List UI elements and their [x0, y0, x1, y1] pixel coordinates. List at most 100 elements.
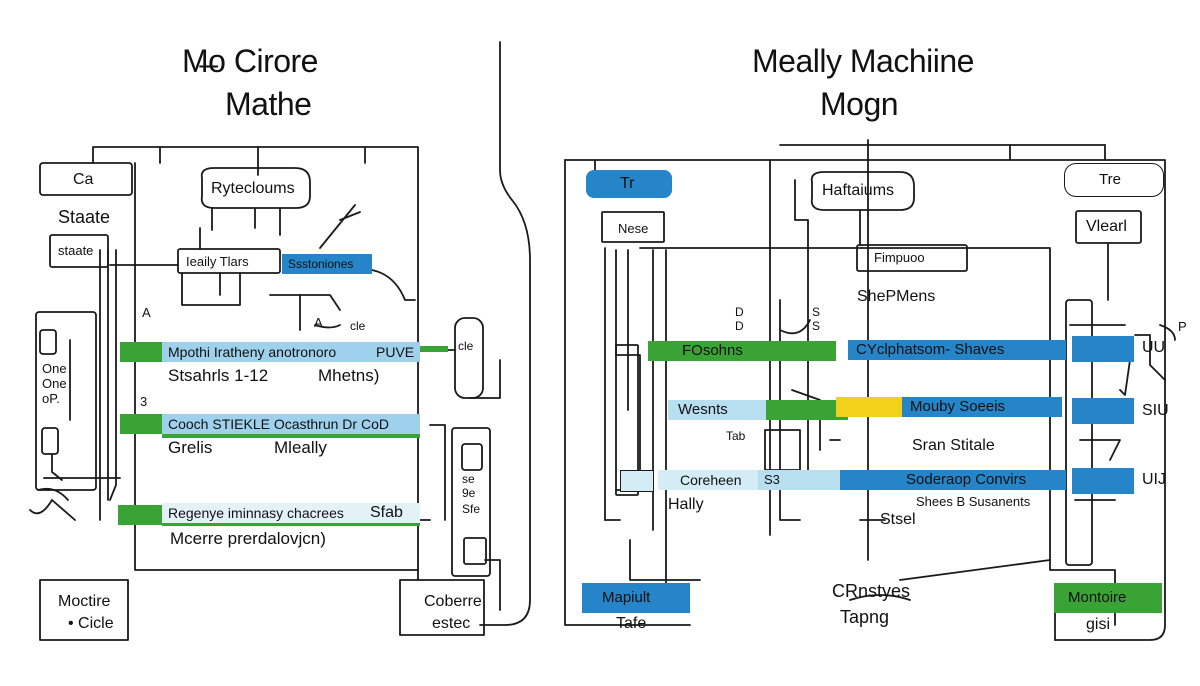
right-tag-u2-bg	[1072, 398, 1134, 424]
left-state-label: Staate	[58, 207, 111, 227]
right-bar2-left-label: Wesnts	[678, 401, 728, 418]
left-title-line1: M̶o Cirore	[182, 43, 318, 79]
right-bar3-right-label: Soderaop Convirs	[906, 471, 1027, 488]
left-bar3: Regenye iminnasy chacrees Sfab	[162, 503, 420, 526]
left-side-device	[35, 311, 97, 491]
right-bar3-left: Coreheen	[658, 470, 758, 490]
right-bottom-center-2: Tapng	[840, 607, 890, 627]
right-bar3-mid: S3	[758, 470, 840, 490]
left-small-cle: cle	[350, 319, 366, 333]
left-state-box-label: staate	[58, 243, 94, 258]
left-device-mid-3: Sfe	[462, 502, 481, 516]
left-blue-tag: Ssstoniones	[282, 254, 372, 274]
left-bar3-tag: Sfab	[370, 504, 403, 521]
right-tag-u3-bg	[1072, 468, 1134, 494]
right-bar2-green	[766, 400, 848, 420]
right-tab-label: Tab	[726, 429, 746, 443]
left-bottom-box	[39, 579, 129, 641]
right-tag-u2: SIU	[1142, 402, 1169, 419]
left-right-device-bottom	[451, 427, 491, 577]
left-small-a: A	[142, 305, 151, 320]
right-tag-u1: UU	[1142, 339, 1166, 356]
right-bubble-label: Haftaiums	[822, 182, 895, 199]
right-small-d2: D	[735, 319, 744, 333]
left-bar3-green	[118, 505, 162, 525]
right-bar2-left: Wesnts	[668, 400, 766, 420]
left-bar2-sub-right: Mleally	[274, 438, 327, 457]
right-top-left-box: Tr	[586, 170, 672, 198]
left-top-box-label: Ca	[73, 171, 94, 188]
right-mid-text: Sran Stitale	[912, 437, 995, 454]
right-bar3-right: Soderaop Convirs	[840, 470, 1066, 490]
left-device-mid-2: 9e	[462, 486, 476, 500]
right-mid-box	[856, 244, 968, 272]
left-bar2-green	[120, 414, 162, 434]
right-shep-label: ShePMens	[857, 288, 936, 305]
left-bubble-outline	[200, 167, 311, 209]
right-bottom-right-tag-label: Montoire	[1068, 589, 1127, 606]
left-bar1-tag: PUVE	[376, 344, 415, 360]
left-bar3-label: Regenye iminnasy chacrees	[168, 505, 344, 521]
right-bottom-right-sub: gisi	[1086, 616, 1111, 633]
left-bubble-label: Rytecloums	[211, 180, 295, 197]
right-bottom-text-2: Stsel	[880, 511, 916, 528]
left-bar3-sub: Mcerre prerdalovjcn)	[170, 529, 326, 548]
right-bar3-box	[620, 470, 654, 492]
left-small-a2: A	[314, 315, 323, 330]
right-small-box	[601, 211, 665, 243]
right-bar2-right-label: Mouby Soeeis	[910, 398, 1006, 415]
left-bar1-sub-left: Stsahrls 1-12	[168, 366, 269, 385]
left-side-label-3: oP.	[42, 391, 60, 406]
right-bottom-left-sub: Tafe	[616, 615, 647, 632]
right-small-d: D	[735, 305, 744, 319]
left-device-top-label: cle	[458, 339, 474, 353]
right-mid-box-label: Fimpuoo	[874, 250, 925, 265]
left-bottom-box-2-line2: estec	[432, 615, 471, 632]
left-blue-tag-label: Ssstoniones	[288, 257, 354, 271]
left-device-mid-1: se	[462, 472, 475, 486]
right-bottom-center-1: CRnstyes	[832, 581, 911, 601]
right-title-line1: Meally Machiine	[752, 43, 974, 79]
left-bottom-box-line2: • Cicle	[68, 615, 114, 632]
right-bottom-left-tag: Mapiult	[582, 583, 690, 613]
right-tag-u1-bg	[1072, 336, 1134, 362]
right-top-left-box-label: Tr	[620, 175, 635, 192]
left-bar1: Mpothi Iratheny anotronoro PUVE	[162, 342, 420, 362]
right-year-box-label: Vlearl	[1086, 218, 1127, 235]
right-bottom-left-tag-label: Mapiult	[602, 589, 651, 606]
right-device	[1065, 299, 1093, 566]
right-title-line2: Mogn	[820, 86, 899, 122]
right-bubble-outline	[810, 171, 915, 211]
left-side-label-2: One	[42, 376, 67, 391]
left-bar2-label: Cooch STIEKLE Ocasthrun Dr CoD	[168, 416, 389, 432]
right-top-right-box: Tre	[1064, 163, 1164, 197]
right-bar2-yellow	[836, 397, 902, 417]
right-bar1-right-label: CYclphatsom- Shaves	[856, 341, 1005, 358]
left-bottom-box-2	[399, 579, 485, 636]
right-hally: Hally	[668, 496, 704, 513]
right-bar1-right: CYclphatsom- Shaves	[848, 340, 1066, 360]
left-title-line2: Mathe	[225, 86, 312, 122]
center-divider	[479, 41, 531, 626]
left-bar1-sub-right: Mhetns)	[318, 366, 380, 385]
right-bar1-left: FOsohns	[648, 341, 836, 361]
left-mid-box	[177, 248, 281, 274]
left-bar1-green-tail	[420, 346, 448, 352]
left-bottom-box-line1: Moctire	[58, 593, 111, 610]
right-bar3-mid-label: S3	[764, 472, 780, 487]
right-bottom-text-1: Shees B Susanents	[916, 494, 1031, 509]
left-bottom-box-2-line1: Coberre	[424, 593, 482, 610]
right-top-right-box-label: Tre	[1099, 171, 1121, 188]
right-small-s: S	[812, 305, 821, 319]
left-small-3: 3	[140, 394, 148, 409]
left-side-label-1: One	[42, 361, 67, 376]
right-bar1-left-label: FOsohns	[682, 342, 743, 359]
right-p: P	[1178, 319, 1187, 334]
right-small-box-label: Nese	[618, 221, 649, 236]
right-tag-u3: UIJ	[1142, 471, 1166, 488]
left-bar1-green	[120, 342, 162, 362]
right-bar2-right: Mouby Soeeis	[902, 397, 1062, 417]
left-top-box	[39, 162, 133, 196]
left-mid-box-label: Ieaily Tlars	[186, 254, 249, 269]
